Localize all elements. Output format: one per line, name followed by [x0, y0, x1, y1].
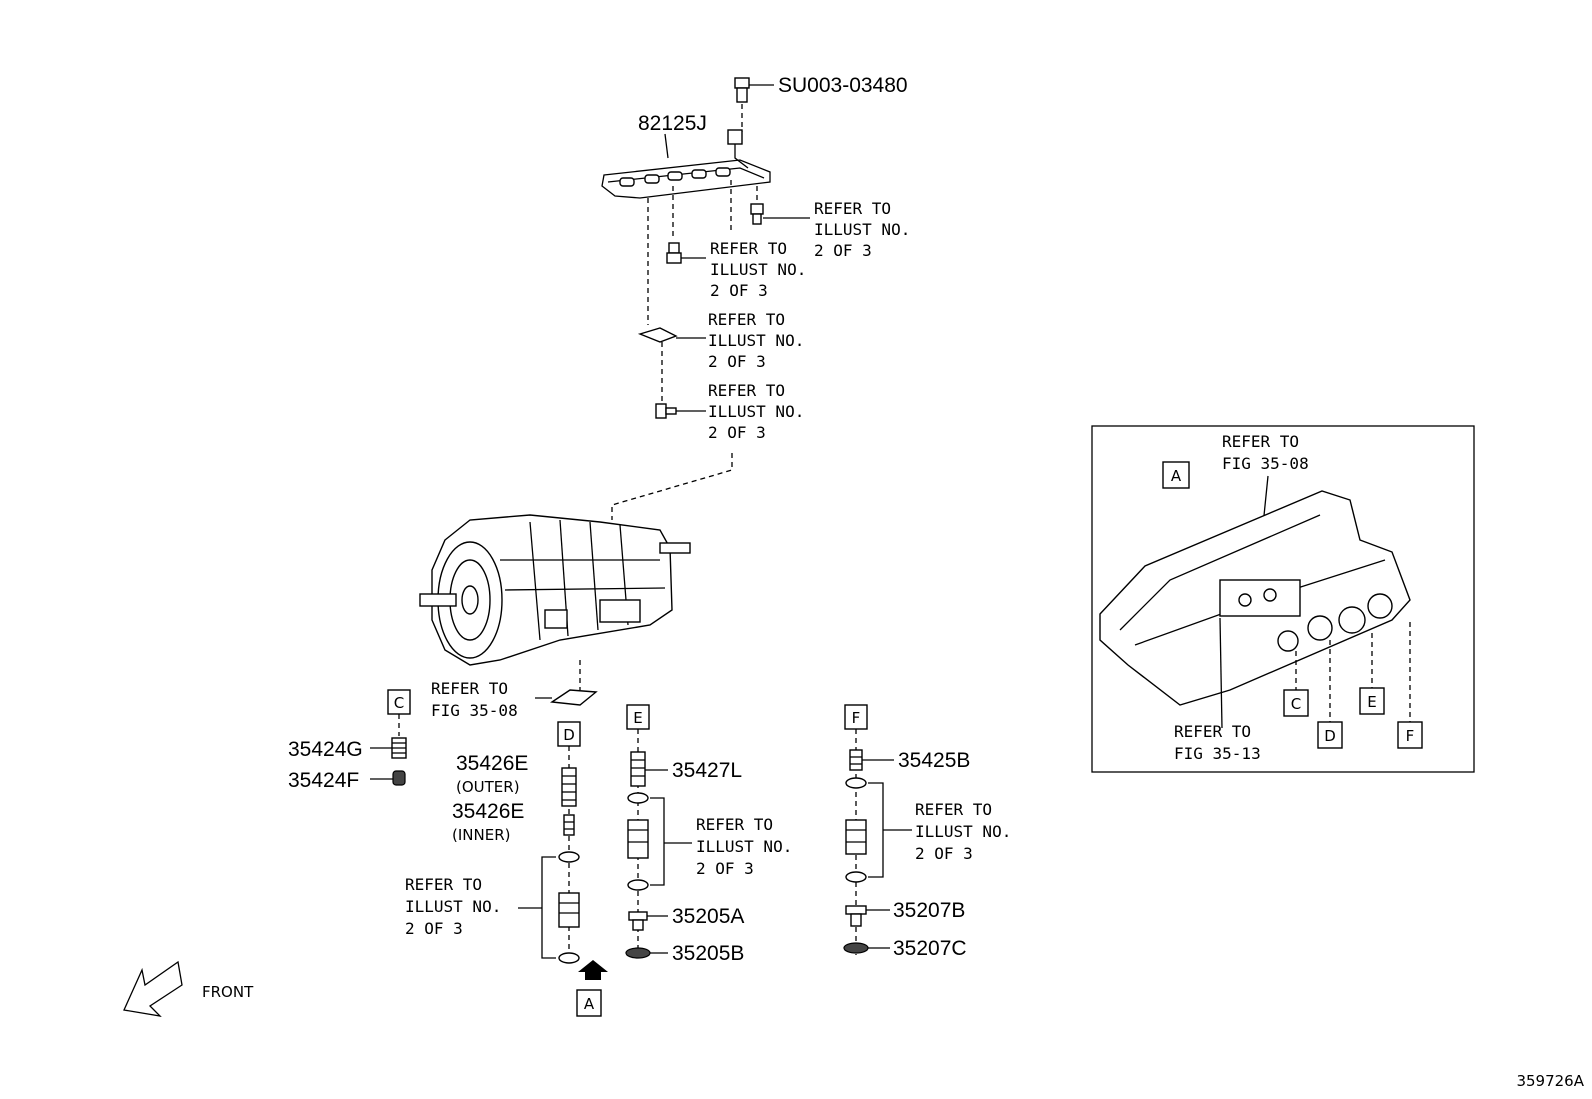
front-label: FRONT — [202, 983, 254, 1001]
inset-box-d: D — [1324, 727, 1336, 745]
inset-ref-bottom-line2: FIG 35-13 — [1174, 744, 1261, 763]
box-d-label: D — [563, 726, 575, 744]
box-c-label: C — [394, 694, 404, 712]
ref-fig3508-line2: FIG 35-08 — [431, 701, 518, 720]
valve-f-icon — [845, 777, 912, 883]
ref-r1-line3: 2 OF 3 — [710, 281, 768, 300]
inset-ref-top-line1: REFER TO — [1222, 432, 1299, 451]
box-a — [576, 989, 602, 1017]
washer-35207c-icon — [843, 942, 890, 954]
washer-35205b-icon — [625, 947, 668, 959]
ref-d-line3: 2 OF 3 — [405, 919, 463, 938]
ref-f-line2: ILLUST NO. — [915, 822, 1011, 841]
plug-35205a-icon — [628, 911, 668, 931]
valve-d-icon — [518, 851, 580, 964]
valve-e-icon — [627, 792, 692, 891]
part-su003-03480: SU003-03480 — [778, 74, 908, 97]
bolt-r4-icon — [750, 203, 810, 225]
ref-e-line3: 2 OF 3 — [696, 859, 754, 878]
part-35425b: 35425B — [898, 749, 970, 772]
inset-ref-top-line2: FIG 35-08 — [1222, 454, 1309, 473]
ref-r3-line2: ILLUST NO. — [708, 402, 804, 421]
ref-r2-line1: REFER TO — [708, 310, 785, 329]
front-arrow-icon — [123, 960, 183, 1017]
part-35424g: 35424G — [288, 738, 363, 761]
inset-box-c: C — [1291, 695, 1301, 713]
ref-r1-line2: ILLUST NO. — [710, 260, 806, 279]
bolt-r3-icon — [655, 403, 706, 419]
ref-r4-line2: ILLUST NO. — [814, 220, 910, 239]
ref-f-line1: REFER TO — [915, 800, 992, 819]
part-35426e-inner: 35426E — [452, 800, 524, 823]
inset-ref-bottom-line1: REFER TO — [1174, 722, 1251, 741]
part-82125j: 82125J — [638, 112, 707, 135]
ref-fig3508-line1: REFER TO — [431, 679, 508, 698]
plug-35207b-icon — [845, 905, 890, 927]
ref-e-line1: REFER TO — [696, 815, 773, 834]
ref-r3-line1: REFER TO — [708, 381, 785, 400]
ref-d-line1: REFER TO — [405, 875, 482, 894]
inset-box-a: A — [1171, 467, 1182, 485]
box-a-label: A — [584, 995, 595, 1013]
part-35205a: 35205A — [672, 905, 744, 928]
spring-35426e-inner-icon — [563, 814, 575, 836]
inset-box-f: F — [1406, 727, 1415, 745]
wire-harness-icon — [601, 129, 771, 199]
bracket-r2-icon — [637, 327, 706, 343]
box-f-label: F — [852, 709, 861, 727]
ref-r4-line1: REFER TO — [814, 199, 891, 218]
illustration-id: 359726A — [1516, 1072, 1584, 1090]
inset-box-e: E — [1367, 693, 1376, 711]
spring-35424g-icon — [370, 737, 407, 759]
ref-r2-line2: ILLUST NO. — [708, 331, 804, 350]
inset-panel: A REFER TO FIG 35-08 REFER TO FIG 35-13 … — [1091, 425, 1475, 773]
ref-d-line2: ILLUST NO. — [405, 897, 501, 916]
part-35426e-outer: 35426E — [456, 752, 528, 775]
plug-35424f-icon — [370, 770, 406, 786]
ref-r2-line3: 2 OF 3 — [708, 352, 766, 371]
ref-r1-line1: REFER TO — [710, 239, 787, 258]
spring-35426e-outer-icon — [561, 767, 577, 807]
bracket-fig3508-icon — [535, 689, 598, 706]
part-35207b: 35207B — [893, 899, 965, 922]
box-e-label: E — [633, 709, 642, 727]
ref-e-line2: ILLUST NO. — [696, 837, 792, 856]
part-35205b: 35205B — [672, 942, 744, 965]
ref-f-line3: 2 OF 3 — [915, 844, 973, 863]
bolt-su003-icon — [734, 77, 774, 103]
arrow-up-a-icon — [578, 960, 608, 980]
transmission-icon — [419, 514, 691, 666]
bolt-r1-icon — [666, 242, 706, 264]
part-35424f: 35424F — [288, 769, 359, 792]
note-outer: (OUTER) — [456, 778, 520, 796]
valve-body-icon — [1099, 490, 1411, 706]
spring-35425b-icon — [849, 749, 894, 771]
part-35207c: 35207C — [893, 937, 967, 960]
spring-35427l-icon — [630, 751, 668, 787]
ref-r4-line3: 2 OF 3 — [814, 241, 872, 260]
part-35427l: 35427L — [672, 759, 742, 782]
ref-r3-line3: 2 OF 3 — [708, 423, 766, 442]
note-inner: (INNER) — [452, 826, 510, 844]
